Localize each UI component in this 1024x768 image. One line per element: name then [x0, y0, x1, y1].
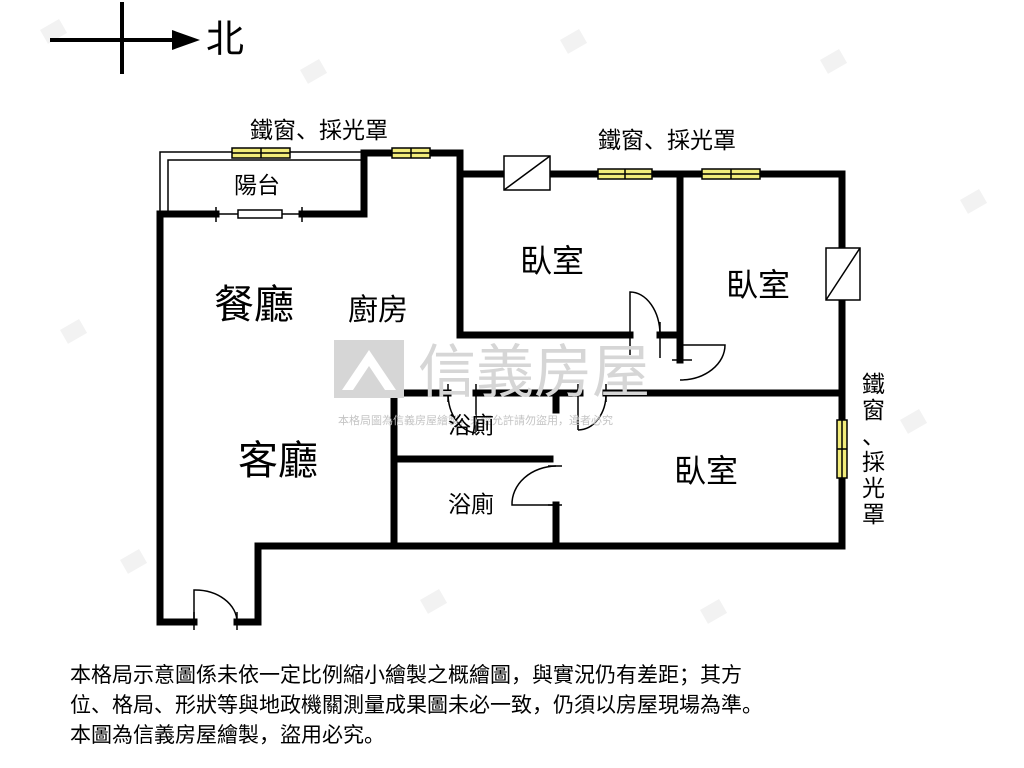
door-bedroom-2: [679, 344, 726, 381]
window-label-right-vertical: 鐵 窗 、 採 光 罩: [862, 372, 885, 528]
background-watermarks: [40, 19, 988, 624]
window-label-top-left: 鐵窗、採光罩: [250, 118, 388, 144]
room-bedroom-top-left: 臥室: [520, 242, 584, 280]
disclaimer-line-3: 本圖為信義房屋繪製，盜用必究。: [70, 723, 385, 747]
door-entrance: [193, 589, 238, 623]
windows: [231, 147, 848, 479]
balcony-outline: [159, 151, 364, 214]
door-bedroom-1: [629, 291, 661, 336]
svg-text:窗: 窗: [862, 398, 885, 424]
door-bath-lower: [511, 465, 557, 506]
room-balcony: 陽台: [234, 173, 280, 199]
room-dining: 餐廳: [214, 282, 294, 328]
watermark-brand: 信義房屋: [418, 338, 650, 406]
window-label-top-right: 鐵窗、採光罩: [598, 128, 736, 154]
arrow-head-icon: [172, 30, 200, 50]
center-watermark: 信義房屋 本格局圖為信義房屋繪製，未經允許請勿盜用，違者必究: [334, 338, 650, 427]
svg-text:罩: 罩: [862, 502, 885, 528]
svg-text:鐵: 鐵: [862, 372, 885, 398]
svg-text:光: 光: [862, 476, 885, 502]
north-label: 北: [206, 17, 244, 61]
balcony-sliding-door: [215, 207, 303, 222]
brand-logo-icon: [342, 350, 396, 390]
watermark-notice: 本格局圖為信義房屋繪製，未經允許請勿盜用，違者必究: [338, 413, 613, 427]
floor-plan: 北: [40, 2, 988, 630]
disclaimer-line-2: 位、格局、形狀等與地政機關測量成果圖未必一致，仍須以房屋現場為準。: [70, 693, 763, 717]
room-living: 客廳: [238, 438, 318, 484]
room-bedroom-top-right: 臥室: [726, 266, 790, 304]
disclaimer-line-1: 本格局示意圖係未依一定比例縮小繪製之概繪圖，與實況仍有差距；其方: [70, 663, 742, 687]
room-bedroom-bottom: 臥室: [674, 452, 738, 490]
room-bath-lower: 浴廁: [448, 492, 494, 518]
disclaimer-text: 本格局示意圖係未依一定比例縮小繪製之概繪圖，與實況仍有差距；其方 位、格局、形狀…: [70, 660, 970, 750]
svg-text:採: 採: [862, 450, 885, 476]
room-bath-upper: 浴廁: [448, 413, 494, 439]
ac-units: [503, 155, 861, 301]
north-arrow: 北: [50, 2, 244, 74]
svg-text:、: 、: [862, 424, 885, 450]
walls: [156, 149, 846, 626]
doors: [193, 291, 726, 630]
room-kitchen: 廚房: [348, 293, 408, 328]
